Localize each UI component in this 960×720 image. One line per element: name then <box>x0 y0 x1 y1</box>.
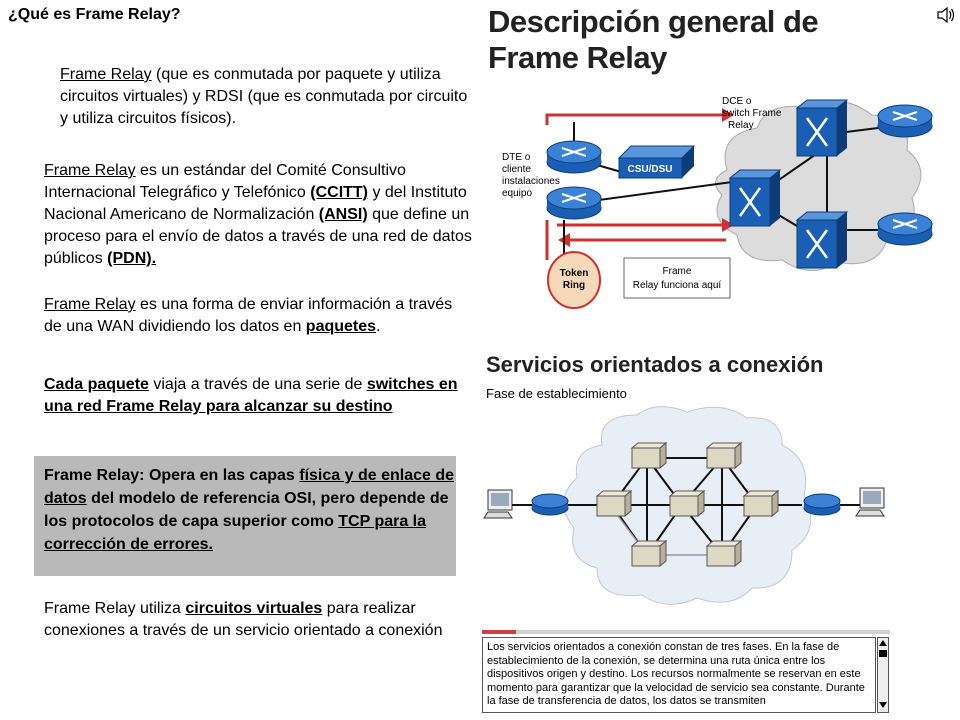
page-question: ¿Qué es Frame Relay? <box>8 6 181 23</box>
speaker-icon[interactable] <box>936 6 956 24</box>
link-tcp[interactable]: TCP para la corrección de errores. <box>44 513 427 553</box>
red-arrow <box>722 218 734 232</box>
frame-relay-box <box>623 257 731 299</box>
main-title: Descripción general de Frame Relay <box>488 4 819 76</box>
link-frame-relay[interactable]: Frame Relay <box>60 66 152 83</box>
link-frame-relay[interactable]: Frame Relay <box>44 162 136 179</box>
link-ccitt[interactable]: (CCITT) <box>310 184 369 201</box>
router-icon <box>546 186 602 220</box>
switch-icon <box>705 441 743 470</box>
arrow-up-icon <box>879 640 887 646</box>
paragraph-text: para realizar conexiones a través de un … <box>44 600 443 639</box>
computer-icon <box>483 489 513 519</box>
paragraph-text: . <box>376 318 381 335</box>
dte-label: DTE o <box>502 152 531 163</box>
frame-box-label: Relay funciona aquí <box>633 280 722 291</box>
progress-track <box>482 630 890 634</box>
computer-icon <box>855 487 885 517</box>
switch-icon <box>728 169 782 227</box>
paragraph-text: es un estándar del Comité Consultivo Int… <box>44 162 406 201</box>
token-ring-label: Token <box>560 268 589 279</box>
description-scrollbar[interactable] <box>877 637 889 713</box>
connection-services-diagram <box>483 406 885 605</box>
services-title: Servicios orientados a conexión <box>486 352 824 377</box>
arrow-down-icon <box>879 702 887 708</box>
link-paquetes[interactable]: paquetes <box>305 318 377 335</box>
main-title-line1: Descripción general de <box>488 4 819 39</box>
router-icon <box>877 212 933 246</box>
services-subtitle: Fase de establecimiento <box>486 386 627 401</box>
highlight-box <box>34 456 456 576</box>
csu-label: CSU/DSU <box>627 164 672 175</box>
link-circuitos-virtuales[interactable]: circuitos virtuales <box>185 600 323 617</box>
paragraph-standard: Frame Relay es un estándar del Comité Co… <box>44 160 474 270</box>
switch-icon <box>795 211 849 269</box>
scroll-thumb <box>879 650 887 657</box>
dte-label: equipo <box>502 188 532 199</box>
dce-label: DCE o <box>722 96 752 107</box>
switch-icon <box>595 489 633 518</box>
paragraph-text: viaja a través de una serie de <box>148 376 367 393</box>
red-link <box>545 113 722 125</box>
link-frame-relay[interactable]: Frame Relay <box>44 296 136 313</box>
router-icon <box>531 493 569 516</box>
paragraph-virtual-circuits: Frame Relay utiliza circuitos virtuales … <box>44 598 464 642</box>
paragraph-text: que define un proceso para el envío de d… <box>44 206 472 267</box>
switch-icon <box>742 489 780 518</box>
red-arrow <box>722 108 734 122</box>
router-icon <box>803 493 841 516</box>
paragraph-text: Frame Relay utiliza <box>44 600 186 617</box>
router-icon <box>546 140 602 174</box>
paragraph-text: Frame Relay: Opera en las capas <box>44 467 300 484</box>
paragraph-osi: Frame Relay: Opera en las capas física y… <box>44 464 454 556</box>
paragraph-text: del modelo de referencia OSI, pero depen… <box>44 490 449 530</box>
switch-icon <box>630 441 668 470</box>
paragraph-packets: Cada paquete viaja a través de una serie… <box>44 374 474 418</box>
paragraph-intro: Frame Relay (que es conmutada por paquet… <box>60 64 470 130</box>
paragraph-wan: Frame Relay es una forma de enviar infor… <box>44 294 474 338</box>
dce-label: switch Frame <box>722 108 782 119</box>
switch-icon <box>630 539 668 568</box>
dce-label: Relay <box>728 120 754 131</box>
link-ansi[interactable]: (ANSI) <box>318 206 368 223</box>
paragraph-text: es una forma de enviar información a tra… <box>44 296 453 335</box>
dte-label: instalaciones <box>502 176 560 187</box>
switch-icon <box>705 539 743 568</box>
paragraph-text: y del Instituto Nacional Americano de No… <box>44 184 467 223</box>
description-textbox[interactable]: Los servicios orientados a conexión cons… <box>482 637 876 713</box>
router-icon <box>877 104 933 138</box>
token-ring-label: Ring <box>563 280 585 291</box>
link-switches[interactable]: switches en una red Frame Relay para alc… <box>44 376 458 415</box>
frame-relay-diagram: CSU/DSU Token Ring Frame Rela <box>502 96 933 309</box>
link-pdn[interactable]: (PDN). <box>107 250 157 267</box>
dte-label: cliente <box>502 164 531 175</box>
paragraph-text: (que es conmutada por paquete y utiliza … <box>60 66 468 127</box>
switch-icon <box>795 99 849 157</box>
main-title-line2: Frame Relay <box>488 40 667 75</box>
link-fisica-enlace[interactable]: física y de enlace de datos <box>44 467 454 507</box>
switch-icon <box>668 489 706 518</box>
link-cada-paquete[interactable]: Cada paquete <box>44 376 149 393</box>
progress-fill <box>482 630 516 634</box>
csu-dsu-icon: CSU/DSU <box>617 145 696 179</box>
frame-box-label: Frame <box>663 266 692 277</box>
token-ring-icon: Token Ring <box>547 251 601 309</box>
